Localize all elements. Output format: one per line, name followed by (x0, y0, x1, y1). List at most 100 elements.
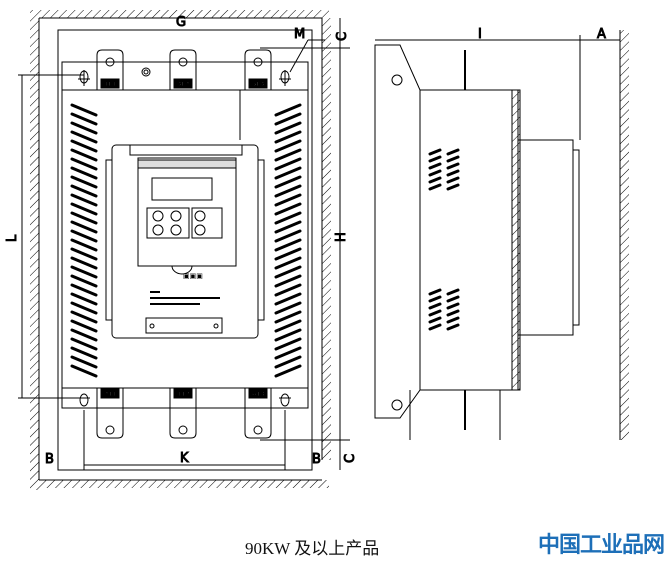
louver-slot (70, 274, 98, 288)
louver-slot (428, 302, 442, 310)
louver-slot (274, 238, 302, 252)
louver-slot (70, 265, 98, 279)
louver-slot (274, 157, 302, 171)
dimension-i: I (478, 27, 482, 42)
louver-slot (70, 130, 98, 144)
louver-slot (428, 323, 442, 331)
louver-slot (70, 148, 98, 162)
louver-slot (446, 302, 460, 310)
louver-slot (274, 139, 302, 153)
louver-slot (274, 220, 302, 234)
dimension-l: L (5, 234, 20, 242)
louver-slot (428, 155, 442, 163)
louver-slot (274, 301, 302, 315)
dimension-c-bottom: C (343, 454, 358, 463)
louver-slot (446, 316, 460, 324)
dimension-b-left: B (45, 452, 54, 467)
louver-slot (274, 112, 302, 126)
louver-slot (70, 184, 98, 198)
dimension-b-right: B (312, 452, 321, 467)
louver-slot (70, 283, 98, 297)
louver-slot (274, 121, 302, 135)
louver-slot (274, 256, 302, 270)
front-view: 1L1 3L2 5L3 2T1 4T2 6T3 (18, 18, 350, 471)
louver-slot (274, 229, 302, 243)
louver-slot (274, 211, 302, 225)
louver-slot (274, 202, 302, 216)
louver-slot (70, 256, 98, 270)
dimension-m: M (294, 27, 305, 42)
wall-hatching (30, 10, 629, 490)
louver-slot (70, 157, 98, 171)
louver-slot (70, 337, 98, 351)
louver-slot (70, 175, 98, 189)
walls (38, 17, 621, 481)
louver-slot (274, 166, 302, 180)
louver-slot (274, 346, 302, 360)
louver-slot (274, 274, 302, 288)
louver-slot (70, 193, 98, 207)
louver-slot (274, 265, 302, 279)
louver-slot (446, 176, 460, 184)
louver-slot (70, 346, 98, 360)
louver-slot (70, 220, 98, 234)
louver-slot (428, 316, 442, 324)
louver-slot (428, 295, 442, 303)
louver-slot (70, 211, 98, 225)
louver-slot (70, 202, 98, 216)
louver-slot (428, 148, 442, 156)
louver-slot (274, 130, 302, 144)
louver-slot (446, 309, 460, 317)
louver-slot (446, 155, 460, 163)
top-terminals (96, 49, 272, 90)
louver-slot (274, 292, 302, 306)
louver-slot (274, 103, 302, 117)
louver-slot (70, 319, 98, 333)
dimension-h: H (334, 232, 349, 242)
terminal-2t1: 2T1 (104, 391, 116, 398)
louver-slot (428, 162, 442, 170)
louver-slot (446, 148, 460, 156)
side-view (374, 35, 620, 440)
louver-slot (274, 337, 302, 351)
louver-slot (274, 193, 302, 207)
louver-slot (274, 283, 302, 297)
terminal-5l3: 5L3 (252, 81, 264, 88)
terminal-1l1: 1L1 (104, 81, 116, 88)
louver-slot (274, 247, 302, 261)
louver-slot (274, 319, 302, 333)
louver-slot (274, 184, 302, 198)
louver-slot (446, 295, 460, 303)
louver-slot (428, 183, 442, 191)
louver-slot (70, 328, 98, 342)
louver-slot (274, 175, 302, 189)
louver-slot (428, 288, 442, 296)
louver-slot (70, 292, 98, 306)
louver-slot (70, 103, 98, 117)
dimension-k: K (180, 451, 189, 466)
terminal-6t3: 6T3 (252, 391, 264, 398)
louver-slot (70, 112, 98, 126)
svg-text:▣▣▣: ▣▣▣ (183, 272, 203, 280)
dimension-g: G (176, 15, 186, 30)
bottom-terminals (96, 388, 272, 439)
louver-slot (446, 288, 460, 296)
caption: 90KW 及以上产品 (245, 539, 380, 558)
louver-slot (70, 139, 98, 153)
louver-slot (446, 183, 460, 191)
louver-slot (70, 355, 98, 369)
louver-slot (70, 301, 98, 315)
dimension-c-top: C (335, 32, 350, 41)
louver-slot (446, 169, 460, 177)
louver-slot (274, 148, 302, 162)
louver-slot (70, 166, 98, 180)
louver-slot (274, 355, 302, 369)
louver-slot (428, 309, 442, 317)
terminal-3l2: 3L2 (177, 81, 189, 88)
louver-slot (70, 121, 98, 135)
louver-slot (274, 310, 302, 324)
keypad-module: ▣▣▣ (105, 144, 265, 339)
louver-slot (70, 238, 98, 252)
louver-slot (274, 364, 302, 378)
